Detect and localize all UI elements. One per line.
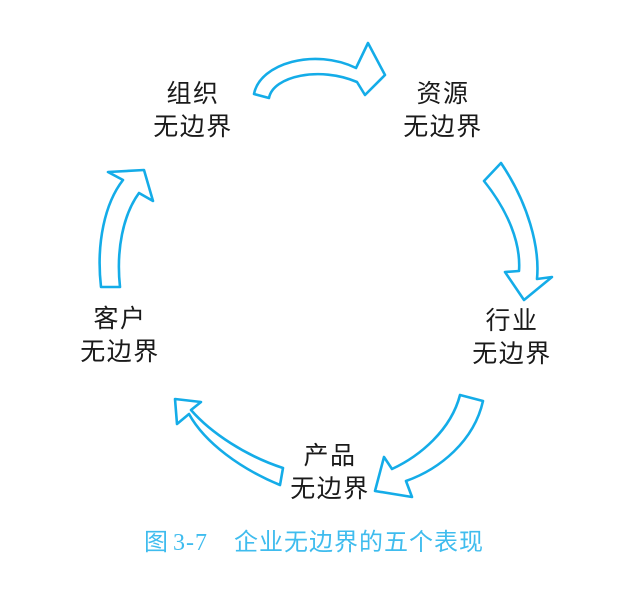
- node-label-organization-line1: 组织: [166, 81, 220, 108]
- node-label-organization: 组织 无边界: [118, 78, 268, 144]
- node-label-product: 产品 无边界: [255, 440, 405, 506]
- arrow-customer-to-organization-icon: [98, 168, 155, 289]
- node-label-customer-line1: 客户: [93, 306, 147, 333]
- node-label-product-line1: 产品: [303, 443, 357, 470]
- arrow-resource-to-industry-icon: [482, 161, 554, 302]
- node-label-resource-line1: 资源: [416, 81, 470, 108]
- node-label-industry-line2: 无边界: [472, 341, 552, 368]
- node-label-product-line2: 无边界: [290, 476, 370, 503]
- node-label-resource-line2: 无边界: [403, 114, 483, 141]
- arrow-industry-to-product-icon: [373, 393, 485, 499]
- node-label-industry: 行业 无边界: [437, 305, 587, 371]
- figure-caption-label: 图: [144, 530, 169, 556]
- node-label-resource: 资源 无边界: [368, 78, 518, 144]
- node-label-industry-line1: 行业: [485, 308, 539, 335]
- arrow-organization-to-resource-icon: [252, 41, 387, 100]
- arrow-product-to-customer-icon: [173, 397, 285, 487]
- figure-caption-title: 企业无边界的五个表现: [234, 530, 484, 556]
- node-label-customer: 客户 无边界: [45, 303, 195, 369]
- node-label-customer-line2: 无边界: [80, 339, 160, 366]
- node-label-organization-line2: 无边界: [153, 114, 233, 141]
- figure-caption-number: 3-7: [173, 530, 208, 556]
